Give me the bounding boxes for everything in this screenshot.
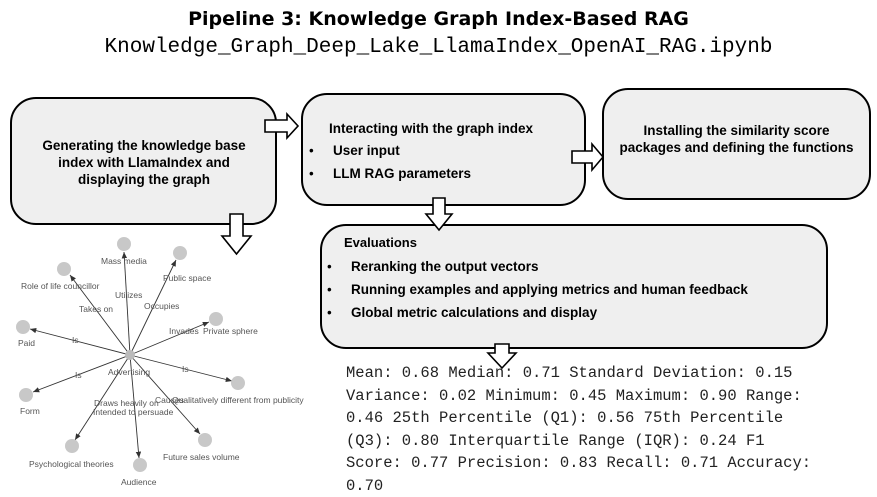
kg-node-label: Future sales volume (163, 452, 240, 462)
kg-node-label: Psychological theories (29, 459, 114, 469)
kg-node (117, 237, 131, 251)
notebook-filename: Knowledge_Graph_Deep_Lake_LlamaIndex_Ope… (104, 36, 773, 59)
arrow-right-icon (264, 111, 300, 141)
page-title: Pipeline 3: Knowledge Graph Index-Based … (188, 8, 689, 30)
arrow-down-icon (424, 197, 454, 232)
evaluations-bullet: •Running examples and applying metrics a… (327, 282, 748, 297)
evaluations-box: Evaluations •Reranking the output vector… (320, 224, 828, 349)
kg-edge-label: Invades (169, 326, 199, 336)
kg-node (173, 246, 187, 260)
bullet-icon: • (327, 282, 332, 297)
metrics-output: Mean: 0.68 Median: 0.71 Standard Deviati… (346, 364, 812, 495)
kg-node-label: Mass media (101, 256, 147, 266)
install-packages-box: Installing the similarity score packages… (602, 88, 871, 200)
kg-node-center (125, 350, 135, 360)
bullet-icon: • (327, 259, 332, 274)
kg-node-label: Public space (163, 273, 211, 283)
kg-node (65, 439, 79, 453)
kg-edge (121, 251, 131, 356)
kg-edge (129, 259, 177, 356)
arrow-right-icon (571, 141, 605, 173)
kg-edge-label: Intended to persuade (93, 407, 174, 417)
evaluations-heading: Evaluations (344, 235, 417, 250)
evaluations-bullet: •Global metric calculations and display (327, 305, 598, 320)
arrow-down-icon (220, 213, 253, 256)
interact-bullet: •LLM RAG parameters (309, 166, 472, 181)
kg-node (209, 312, 223, 326)
interact-graph-heading: Interacting with the graph index (329, 121, 534, 136)
kg-edge (74, 354, 131, 441)
kg-edge (129, 354, 142, 459)
kg-edge (129, 321, 210, 356)
interact-bullet: •User input (309, 143, 400, 158)
kg-edge-label: Takes on (79, 304, 113, 314)
kg-node (231, 376, 245, 390)
bullet-icon: • (309, 143, 314, 158)
evaluations-bullet: •Reranking the output vectors (327, 259, 539, 274)
interact-bullet-list: •User input •LLM RAG parameters (307, 142, 471, 182)
kg-node-label: Qualitatively different from publicity (172, 395, 304, 405)
kg-node-label: Paid (18, 338, 35, 348)
kg-edge (29, 327, 131, 356)
kg-edge (129, 354, 233, 383)
kg-edge-label: Draws heavily on (94, 398, 159, 408)
kg-node-label: Form (20, 406, 40, 416)
bullet-icon: • (309, 166, 314, 181)
kg-node (16, 320, 30, 334)
kg-node-label: Private sphere (203, 326, 258, 336)
kg-node (198, 433, 212, 447)
kg-edge-label: Occupies (144, 301, 179, 311)
install-packages-text: Installing the similarity score packages… (619, 123, 854, 155)
kg-node (133, 458, 147, 472)
generate-index-box: Generating the knowledge base index with… (10, 97, 277, 225)
kg-edge-label: Is (182, 364, 189, 374)
kg-edge-label: Utilizes (115, 290, 142, 300)
kg-edge-label: Is (75, 370, 82, 380)
kg-node-label: Role of life councillor (21, 281, 100, 291)
arrow-down-icon (486, 343, 518, 370)
kg-edge-label: Is (72, 335, 79, 345)
generate-index-text: Generating the knowledge base index with… (42, 138, 246, 187)
kg-node (19, 388, 33, 402)
bullet-icon: • (327, 305, 332, 320)
kg-edge (129, 354, 201, 435)
kg-edge (69, 274, 131, 356)
kg-node-label: Audience (121, 477, 157, 487)
evaluations-bullet-list: •Reranking the output vectors •Running e… (325, 258, 748, 321)
kg-edge (32, 354, 131, 393)
kg-center-label: Advertising (108, 367, 150, 377)
kg-edge-label: Causes (155, 395, 184, 405)
kg-node (57, 262, 71, 276)
